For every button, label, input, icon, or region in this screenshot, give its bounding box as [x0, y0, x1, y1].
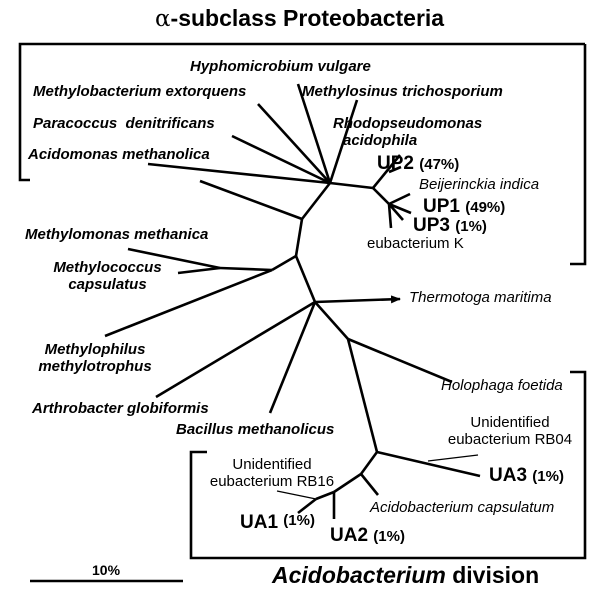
branch-ua3: [376, 450, 481, 478]
branch-backbone-3: [199, 179, 303, 221]
taxon-rb16-line2: eubacterium RB16: [209, 472, 335, 490]
branch-up1-node: [372, 187, 390, 205]
taxon-rhodopseudomonas-line1: Rhodopseudomonas: [333, 115, 483, 132]
branch-thermotoga: [314, 295, 401, 304]
branch-methylophilus: [104, 268, 273, 338]
group-brackets: [18, 42, 587, 583]
branch-eubacterium-k: [387, 203, 393, 229]
branch-beijerinckia: [388, 192, 411, 206]
clone-up1-pct: (49%): [465, 199, 506, 216]
clone-ua1-pct: (1%): [283, 512, 315, 529]
alpha-symbol: α: [155, 6, 171, 32]
bracket-acido: [189, 370, 587, 560]
alpha-proteobacteria-title: α-subclass Proteobacteria: [155, 5, 445, 32]
branch-paracoccus: [231, 134, 331, 185]
branch-up3: [388, 203, 404, 221]
branch-acido-inner: [359, 451, 379, 475]
branch-rb04: [427, 454, 479, 462]
clone-up3: UP3 (1%): [413, 215, 487, 237]
branch-holophaga: [347, 337, 453, 384]
clone-ua2: UA2 (1%): [330, 525, 405, 547]
alpha-title-text: -subclass Proteobacteria: [170, 5, 445, 31]
scale-bar-label: 10%: [92, 562, 121, 578]
acido-title-text: division: [445, 562, 540, 588]
taxon-beijerinckia: Beijerinckia indica: [419, 176, 540, 193]
taxon-paracoccus: Paracoccus denitrificans: [33, 115, 215, 132]
branch-acidomonas: [147, 162, 331, 185]
clone-ua3-pct: (1%): [532, 468, 564, 485]
clone-up1-name: UP1: [423, 196, 460, 217]
clone-ua2-pct: (1%): [373, 528, 405, 545]
branch-ua2-node: [333, 472, 362, 494]
branch-up2: [388, 165, 402, 174]
branch-arthrobacter: [155, 300, 316, 399]
clone-ua2-name: UA2: [330, 525, 369, 546]
branch-methylomonas: [127, 247, 221, 270]
branch-methylomonas-stem: [219, 266, 273, 272]
branch-up1: [388, 202, 412, 215]
clone-up3-name: UP3: [413, 215, 450, 236]
acido-title-italic: Acidobacterium: [272, 562, 446, 588]
taxon-methylosinus: Methylosinus trichosporium: [302, 83, 503, 100]
bracket-alpha-left: [18, 42, 585, 182]
taxon-rhodopseudomonas: Rhodopseudomonas acidophila: [333, 115, 483, 149]
clone-up2-pct: (47%): [419, 156, 460, 173]
branch-backbone-5: [294, 255, 317, 303]
branch-ua1-node: [315, 490, 335, 501]
taxon-hyphomicrobium: Hyphomicrobium vulgare: [190, 58, 371, 75]
branch-ua1: [297, 497, 317, 515]
branch-backbone-4: [271, 254, 297, 272]
taxon-rb04: Unidentified eubacterium RB04: [435, 414, 585, 448]
bracket-alpha-right: [570, 44, 587, 266]
taxon-methylococcus-line1: Methylococcus: [53, 259, 162, 276]
branch-rb16: [276, 490, 317, 500]
taxon-methylococcus-line2: capsulatus: [68, 275, 147, 293]
branch-methylosinus: [328, 99, 359, 184]
taxon-rb04-line1: Unidentified: [470, 414, 550, 431]
taxon-methylococcus: Methylococcus capsulatus: [40, 259, 175, 293]
taxon-methylophilus-line2: methylotrophus: [38, 357, 152, 375]
taxon-rb16-line1: Unidentified: [232, 456, 312, 473]
taxon-holophaga: Holophaga foetida: [441, 377, 563, 394]
taxon-eubacterium-k: eubacterium K: [367, 235, 464, 252]
taxon-methylobacterium: Methylobacterium extorquens: [33, 83, 247, 100]
taxon-rb16: Unidentified eubacterium RB16: [197, 456, 347, 490]
taxon-acidobacterium: Acidobacterium capsulatum: [370, 499, 555, 516]
clone-up1: UP1 (49%): [423, 196, 506, 218]
taxon-rb04-line2: eubacterium RB04: [447, 430, 573, 448]
branch-hyphomicrobium: [296, 83, 332, 184]
taxon-rhodopseudomonas-line2: acidophila: [343, 131, 418, 149]
taxon-thermotoga: Thermotoga maritima: [409, 289, 552, 306]
taxon-methylophilus: Methylophilus methylotrophus: [25, 341, 165, 375]
taxon-methylophilus-line1: Methylophilus: [44, 341, 146, 358]
branch-acidobacterium: [359, 473, 380, 496]
branch-bacillus: [268, 301, 317, 414]
clone-up2-name: UP2: [377, 153, 414, 174]
branch-acido-stem: [346, 338, 379, 453]
taxon-acidomonas: Acidomonas methanolica: [28, 146, 210, 163]
acidobacterium-division-title: Acidobacterium division: [272, 562, 540, 588]
tree-branches: [104, 83, 481, 519]
clone-ua1-name: UA1: [240, 512, 279, 533]
clone-ua3-name: UA3: [489, 465, 528, 486]
branch-methylococcus: [177, 266, 221, 275]
clone-ua3: UA3 (1%): [489, 465, 564, 487]
clone-up2: UP2 (47%): [377, 153, 460, 175]
branch-methylobacterium: [257, 103, 331, 184]
clone-ua1: UA1 (1%): [240, 512, 315, 534]
taxon-bacillus: Bacillus methanolicus: [176, 421, 335, 438]
taxon-arthrobacter: Arthrobacter globiformis: [32, 400, 209, 417]
branch-backbone-1: [300, 182, 332, 220]
taxon-methylomonas: Methylomonas methanica: [25, 226, 209, 243]
clone-up3-pct: (1%): [455, 218, 487, 235]
branch-up2-rhodo: [371, 154, 402, 189]
branch-backbone-2: [294, 218, 304, 257]
branch-holophaga-node: [314, 301, 349, 340]
branch-up-cluster: [329, 181, 374, 190]
